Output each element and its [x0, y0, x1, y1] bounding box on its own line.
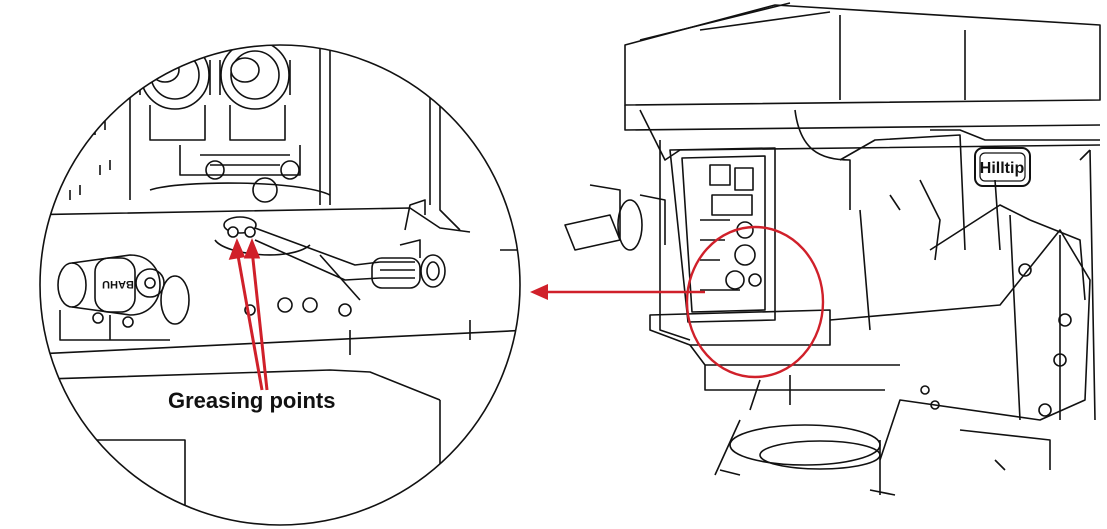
pump-left: [139, 45, 211, 141]
machine-logo-badge: [974, 147, 1031, 187]
machine-logo-text: Hilltip: [980, 160, 1025, 177]
spreader-machine: [564, 2, 1101, 496]
zoom-detail-view: [40, 45, 520, 505]
spinner-disc: [729, 424, 881, 466]
highlight-circle: [685, 225, 825, 379]
arrow-head-right: [243, 237, 261, 259]
bahu-pump: [57, 254, 190, 341]
detail-pointer-arrow: [530, 284, 705, 300]
greasing-points-label: Greasing points: [168, 388, 336, 413]
arrow-head-left: [228, 237, 246, 260]
pump-right: [219, 45, 291, 141]
pump-logo-text: BAHU: [102, 278, 134, 290]
grease-fitting: [214, 216, 311, 256]
valve: [371, 254, 446, 289]
zoom-circle-outline: [39, 44, 521, 526]
greasing-point-arrows: [228, 237, 269, 391]
